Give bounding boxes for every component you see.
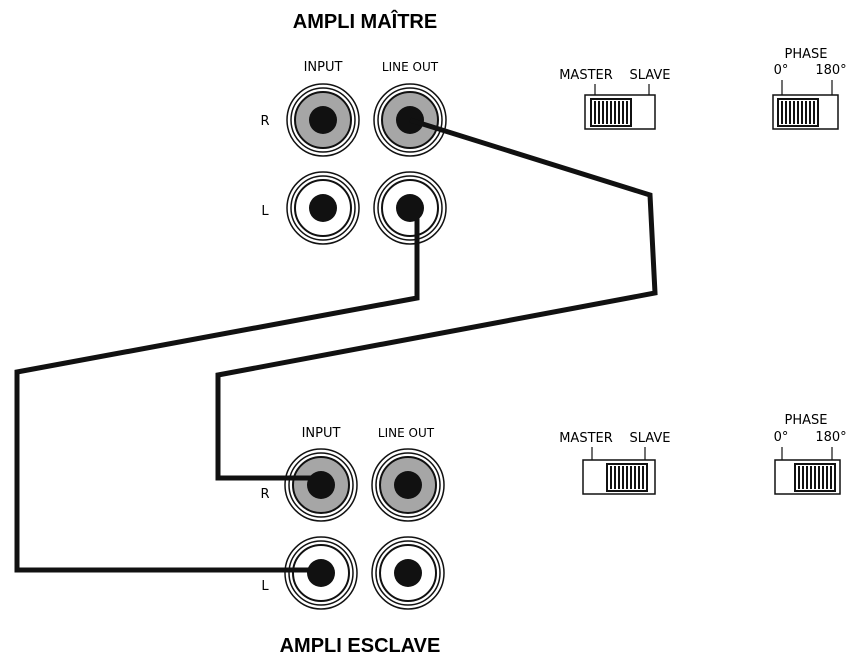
cable-master-line-out-l-to-slave-input-l [14, 205, 420, 573]
master-input-label: INPUT [304, 60, 343, 75]
slave-line-out-l-jack[interactable] [371, 536, 445, 610]
slave-input-label: INPUT [302, 426, 341, 441]
cable-master-line-out-r-to-slave-input-r [215, 117, 658, 481]
master-input-r-jack[interactable] [286, 83, 360, 157]
master-row-r-label: R [260, 114, 269, 129]
slave-phase-slider-knob[interactable] [794, 463, 836, 492]
slave-line-out-label: LINE OUT [378, 426, 435, 440]
slave-phase-switch[interactable]: PHASE 0° 180° [774, 413, 847, 495]
slave-input-r-jack[interactable] [284, 448, 358, 522]
master-phase-slider-knob[interactable] [777, 98, 819, 127]
master-mode-slider-knob[interactable] [590, 98, 632, 127]
master-mode-switch[interactable]: MASTER SLAVE [559, 68, 671, 130]
slave-phase-title: PHASE [785, 413, 828, 428]
slave-mode-master-label: MASTER [559, 431, 613, 446]
slave-mode-switch[interactable]: MASTER SLAVE [559, 431, 671, 495]
slave-mode-slider-knob[interactable] [606, 463, 648, 492]
master-line-out-r-jack[interactable] [373, 83, 447, 157]
slave-row-r-label: R [260, 487, 269, 502]
master-phase-180-label: 180° [815, 63, 846, 78]
master-line-out-label: LINE OUT [382, 60, 439, 74]
master-input-l-jack[interactable] [286, 171, 360, 245]
slave-line-out-r-jack[interactable] [371, 448, 445, 522]
master-phase-switch[interactable]: PHASE 0° 180° [772, 47, 847, 130]
slave-input-l-jack[interactable] [284, 536, 358, 610]
master-amp-title: AMPLI MAÎTRE [293, 9, 437, 33]
master-phase-0-label: 0° [774, 63, 789, 78]
slave-mode-slave-label: SLAVE [630, 431, 671, 446]
slave-row-l-label: L [261, 579, 269, 594]
master-phase-title: PHASE [785, 47, 828, 62]
master-mode-slave-label: SLAVE [630, 68, 671, 83]
master-row-l-label: L [261, 204, 269, 219]
slave-phase-0-label: 0° [774, 430, 789, 445]
slave-amp-title: AMPLI ESCLAVE [280, 635, 441, 657]
slave-phase-180-label: 180° [815, 430, 846, 445]
master-mode-master-label: MASTER [559, 68, 613, 83]
